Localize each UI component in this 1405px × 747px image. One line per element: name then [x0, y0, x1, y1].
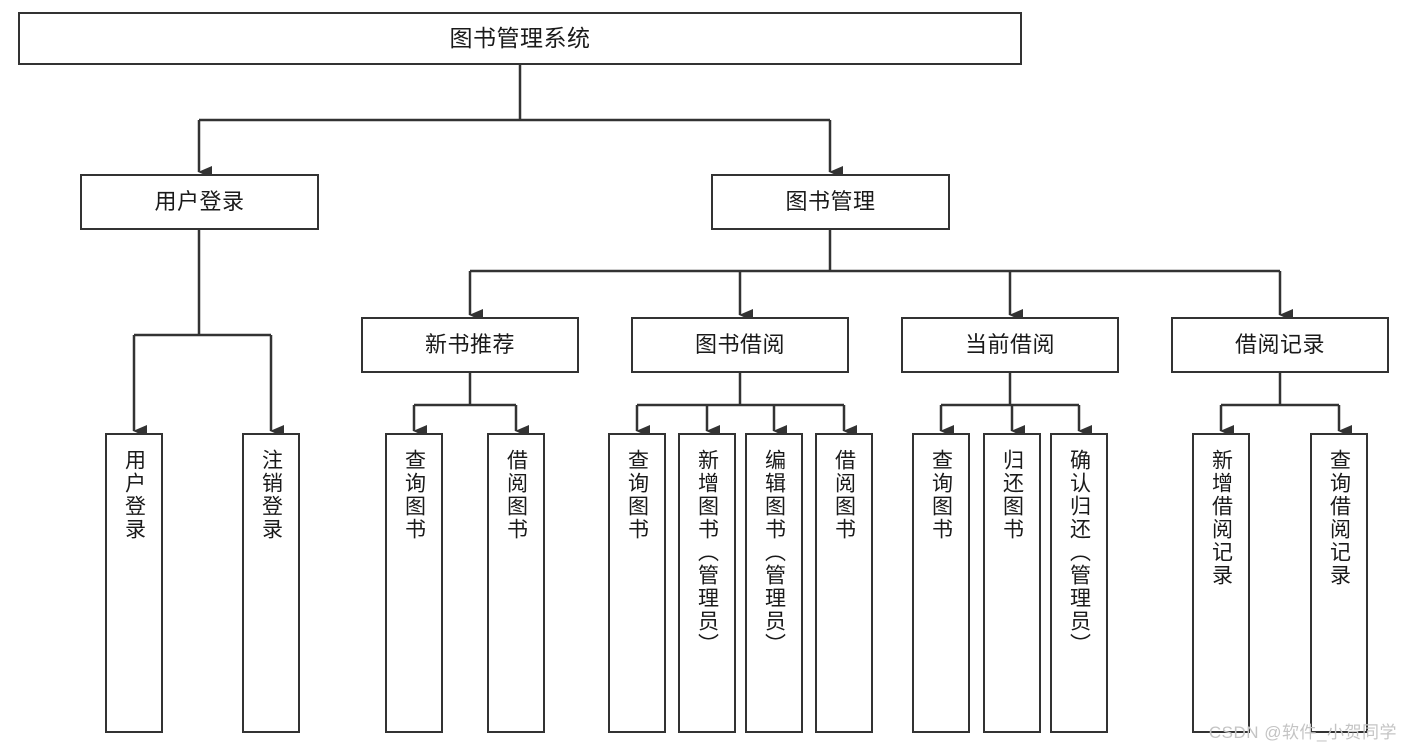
node-leaf-logout-label: 注销登录	[259, 449, 283, 541]
node-leaf-query-book-3-label: 查询图书	[929, 449, 953, 541]
node-leaf-add-book[interactable]: 新增图书（管理员）	[678, 433, 736, 733]
node-leaf-confirm-return-label: 确认归还（管理员）	[1067, 449, 1091, 656]
node-new-book-recommend[interactable]: 新书推荐	[361, 317, 579, 373]
node-leaf-query-book-1-label: 查询图书	[402, 449, 426, 541]
node-root[interactable]: 图书管理系统	[18, 12, 1022, 65]
node-leaf-query-book-1[interactable]: 查询图书	[385, 433, 443, 733]
node-root-label: 图书管理系统	[449, 24, 591, 51]
node-book-borrow[interactable]: 图书借阅	[631, 317, 849, 373]
node-new-book-recommend-label: 新书推荐	[424, 332, 515, 358]
node-book-borrow-label: 图书借阅	[694, 332, 785, 358]
node-leaf-return-book-label: 归还图书	[1000, 449, 1024, 541]
node-leaf-add-record[interactable]: 新增借阅记录	[1192, 433, 1250, 733]
node-leaf-query-book-2[interactable]: 查询图书	[608, 433, 666, 733]
node-leaf-borrow-book-1-label: 借阅图书	[504, 449, 528, 541]
node-leaf-query-record[interactable]: 查询借阅记录	[1310, 433, 1368, 733]
node-borrow-record[interactable]: 借阅记录	[1171, 317, 1389, 373]
node-leaf-add-record-label: 新增借阅记录	[1209, 449, 1233, 587]
node-leaf-add-book-label: 新增图书（管理员）	[695, 449, 719, 656]
node-book-manage[interactable]: 图书管理	[711, 174, 950, 230]
node-leaf-return-book[interactable]: 归还图书	[983, 433, 1041, 733]
node-leaf-query-book-3[interactable]: 查询图书	[912, 433, 970, 733]
node-leaf-user-login[interactable]: 用户登录	[105, 433, 163, 733]
node-current-borrow-label: 当前借阅	[964, 332, 1055, 358]
node-leaf-query-record-label: 查询借阅记录	[1327, 449, 1351, 587]
node-leaf-borrow-book-2[interactable]: 借阅图书	[815, 433, 873, 733]
node-leaf-borrow-book-1[interactable]: 借阅图书	[487, 433, 545, 733]
node-user-login-label: 用户登录	[154, 189, 245, 215]
watermark: CSDN @软件_小贺同学	[1208, 723, 1397, 742]
node-book-manage-label: 图书管理	[785, 189, 876, 215]
node-leaf-confirm-return[interactable]: 确认归还（管理员）	[1050, 433, 1108, 733]
node-leaf-borrow-book-2-label: 借阅图书	[832, 449, 856, 541]
node-user-login[interactable]: 用户登录	[80, 174, 319, 230]
node-leaf-edit-book-label: 编辑图书（管理员）	[762, 449, 786, 656]
node-leaf-logout[interactable]: 注销登录	[242, 433, 300, 733]
node-leaf-query-book-2-label: 查询图书	[625, 449, 649, 541]
node-leaf-edit-book[interactable]: 编辑图书（管理员）	[745, 433, 803, 733]
node-borrow-record-label: 借阅记录	[1234, 332, 1325, 358]
node-leaf-user-login-label: 用户登录	[122, 449, 146, 541]
node-current-borrow[interactable]: 当前借阅	[901, 317, 1119, 373]
